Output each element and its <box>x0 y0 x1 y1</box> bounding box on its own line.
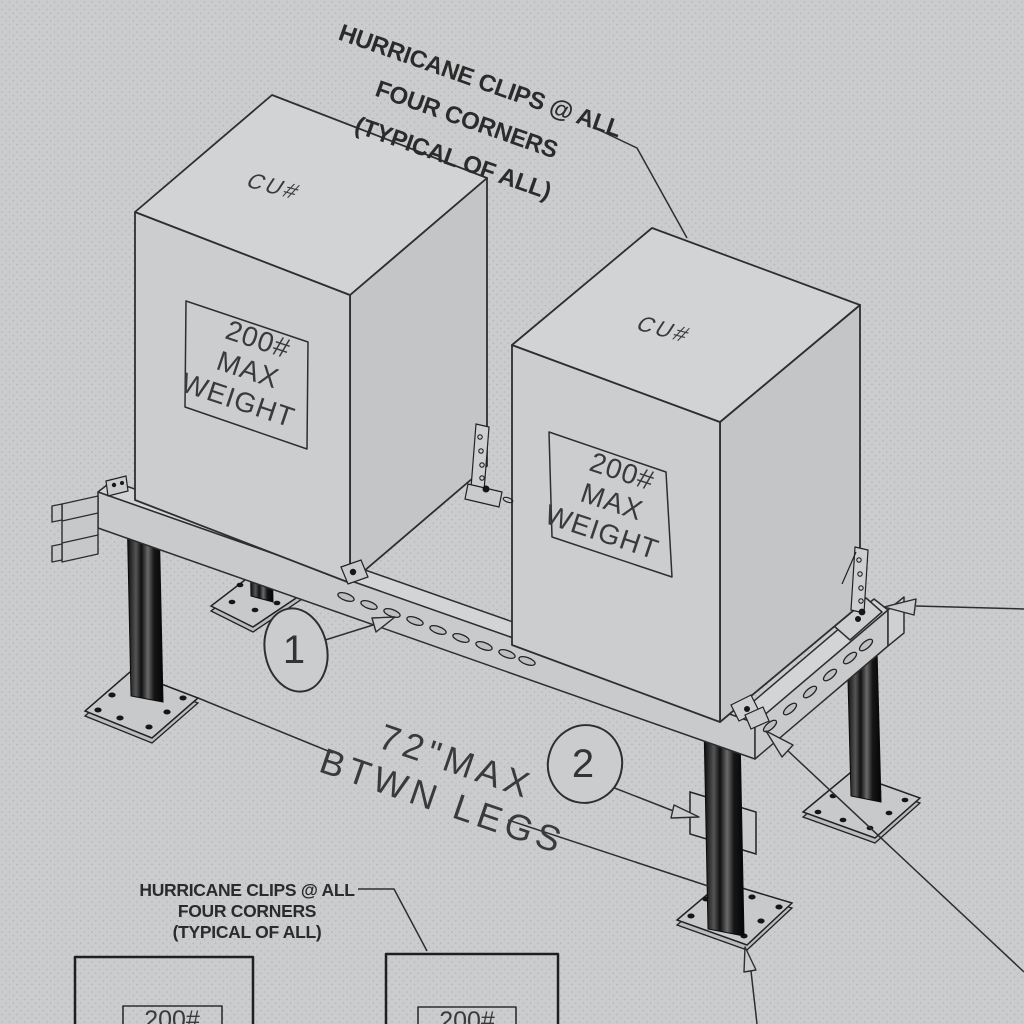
leader-top-callout <box>596 128 688 239</box>
bottom-callout-line-3: (TYPICAL OF ALL) <box>173 922 322 942</box>
cu1-weight-plaque <box>184 300 309 450</box>
base-plate-front-left <box>83 671 200 744</box>
detail-unit-2-label: 200# <box>439 1007 495 1024</box>
arrowhead-balloon-1 <box>371 616 396 633</box>
cu2-top-face <box>511 227 861 423</box>
arrowhead-balloon-2 <box>670 804 700 819</box>
detail-unit-1-plaque <box>122 1005 223 1024</box>
balloon-1-number: 1 <box>283 628 305 672</box>
hurricane-clip-front-left <box>105 475 129 497</box>
arrowhead-base-plate <box>743 946 757 973</box>
bottom-callout-line-2: FOUR CORNERS <box>178 901 316 921</box>
condensing-unit-2 <box>511 227 861 723</box>
condensing-unit-1 <box>134 94 488 584</box>
leg-front-right <box>703 723 745 937</box>
bottom-detail-unit-1: 200# <box>73 955 255 1024</box>
balloon-1: 1 <box>263 607 329 693</box>
detail-unit-1-label: 200# <box>144 1006 200 1024</box>
detail-unit-1-outline <box>73 955 255 1024</box>
detail-unit-2-plaque <box>417 1006 517 1024</box>
leader-dimension-left <box>197 697 334 754</box>
hurricane-clip-callout-bottom: HURRICANE CLIPS @ ALL FOUR CORNERS (TYPI… <box>139 880 355 942</box>
hurricane-clip-strap-rear-right <box>841 546 869 616</box>
rail-bolt-bracket <box>340 559 369 585</box>
cu1-top-face <box>134 94 488 296</box>
balloon-2: 2 <box>546 724 624 804</box>
bottom-callout-line-1: HURRICANE CLIPS @ ALL <box>139 880 355 900</box>
arrowhead-corner-clip <box>765 730 794 758</box>
leader-corner-clip <box>785 748 1024 973</box>
arrowhead-right-clip <box>883 598 917 616</box>
leader-lines <box>197 128 1024 1024</box>
hurricane-clip-strap-mid <box>464 423 514 508</box>
rail-channel-end <box>51 495 99 563</box>
front-rail-slots <box>337 591 536 667</box>
base-plate-rear-right <box>801 772 922 844</box>
leader-dimension-right <box>507 819 709 887</box>
end-bracket-bolt <box>855 616 861 622</box>
leader-right-clip <box>915 605 1024 610</box>
leader-arrowheads <box>371 598 917 973</box>
leader-balloon-2 <box>611 786 677 813</box>
cu2-weight-plaque <box>548 431 673 578</box>
leader-balloon-1 <box>321 624 374 642</box>
leader-bottom-callout <box>358 888 428 952</box>
hurricane-clip-front-right-corner <box>730 694 770 730</box>
side-rail-slots <box>762 638 874 733</box>
detail-unit-2-outline <box>384 952 560 1024</box>
leader-base-plate <box>750 970 758 1024</box>
balloon-2-number: 2 <box>572 742 594 786</box>
bottom-detail-unit-2: 200# <box>384 952 560 1024</box>
